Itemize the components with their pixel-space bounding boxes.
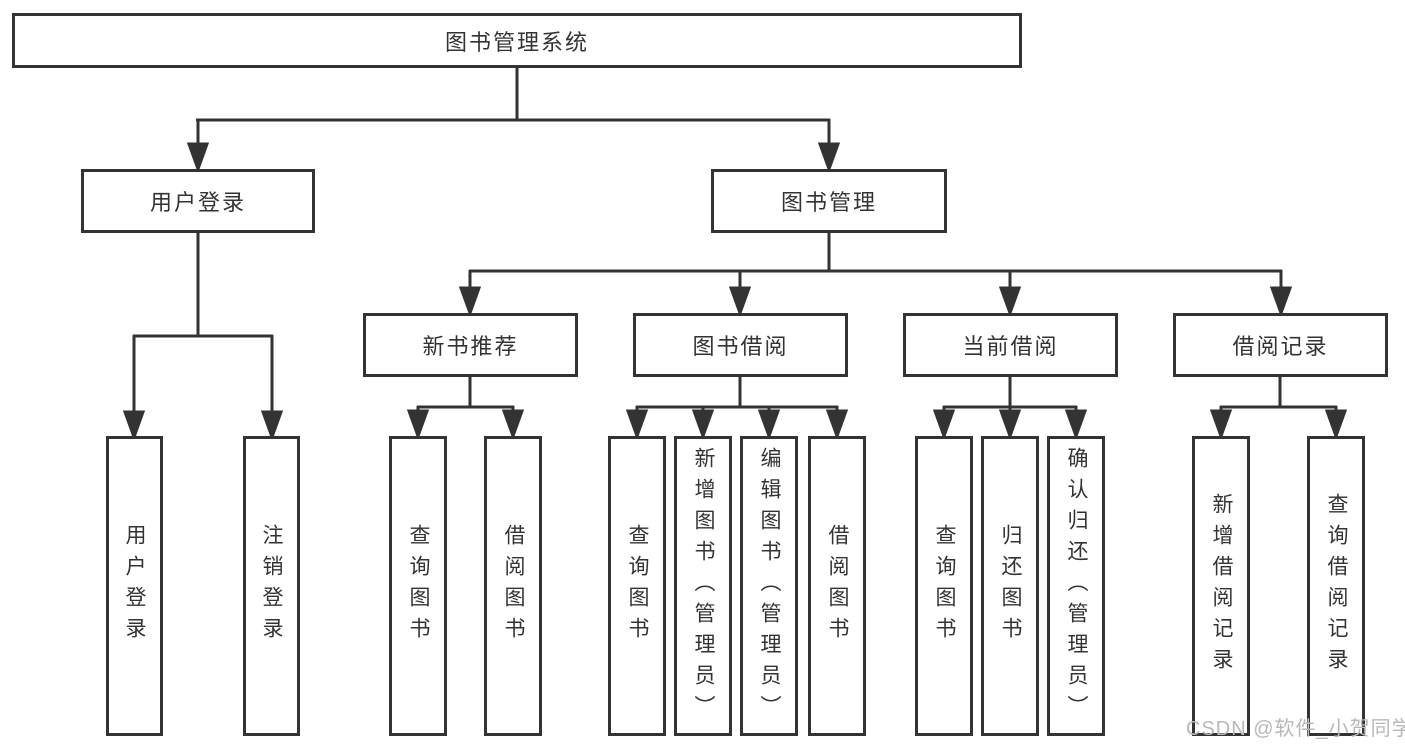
node-return-book: 归还图书 [981, 436, 1039, 736]
node-logout-leaf: 注销登录 [243, 436, 300, 736]
node-current-borrow: 当前借阅 [903, 313, 1118, 377]
node-borrow-book-2: 借阅图书 [808, 436, 866, 736]
node-edit-book-admin: 编辑图书（管理员） [740, 436, 798, 736]
node-root: 图书管理系统 [12, 13, 1022, 68]
node-query-book-1: 查询图书 [389, 436, 447, 736]
node-query-book-2: 查询图书 [608, 436, 666, 736]
node-confirm-return-admin: 确认归还（管理员） [1047, 436, 1105, 736]
node-add-borrow-record: 新增借阅记录 [1192, 436, 1250, 736]
node-user-login: 用户登录 [81, 169, 315, 233]
csdn-watermark: CSDN @软件_小贺同学 [1186, 718, 1405, 740]
node-new-book-recommend: 新书推荐 [363, 313, 578, 377]
node-add-book-admin: 新增图书（管理员） [674, 436, 732, 736]
node-borrow-book-1: 借阅图书 [484, 436, 542, 736]
node-book-borrow: 图书借阅 [633, 313, 848, 377]
node-borrow-record: 借阅记录 [1173, 313, 1388, 377]
node-query-book-3: 查询图书 [915, 436, 973, 736]
node-book-management: 图书管理 [711, 169, 947, 233]
node-query-borrow-record: 查询借阅记录 [1307, 436, 1365, 736]
node-user-login-leaf: 用户登录 [106, 436, 163, 736]
